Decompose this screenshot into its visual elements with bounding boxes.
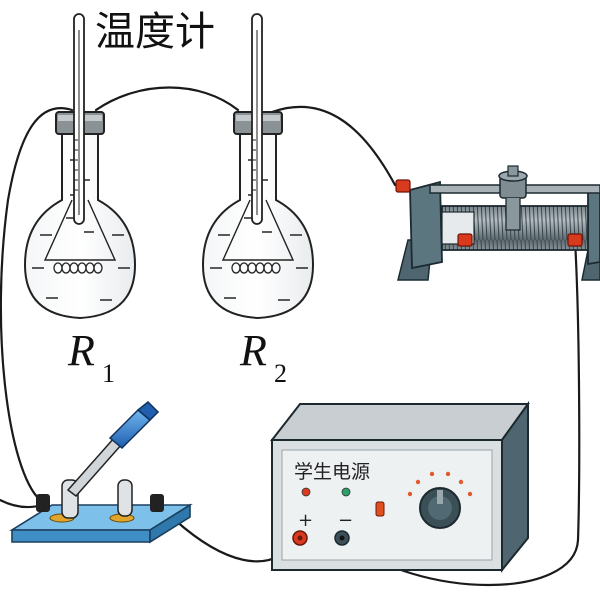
minus-label: − (338, 510, 353, 531)
rheostat-terminal-bottom-left[interactable] (457, 233, 473, 247)
r1-subscript: 1 (102, 359, 115, 388)
voltage-knob[interactable] (419, 487, 461, 529)
thermometer-label: 温度计 (95, 9, 215, 55)
indicator-green (341, 487, 351, 497)
r2-label: R 2 (239, 326, 287, 388)
r2-subscript: 2 (274, 359, 287, 388)
indicator-red (301, 487, 311, 497)
knife-switch[interactable] (9, 400, 193, 544)
heating-coil-r2 (231, 262, 281, 274)
rheostat-terminal-left[interactable] (395, 179, 411, 193)
r1-label: R 1 (67, 326, 115, 388)
terminal-negative[interactable] (334, 530, 350, 546)
thermometer-r2 (251, 13, 263, 225)
flask-r1 (23, 13, 137, 320)
rheostat-terminal-bottom-right[interactable] (567, 233, 583, 247)
rheostat (395, 165, 600, 281)
knob-scale (407, 471, 473, 497)
power-toggle[interactable] (375, 501, 385, 517)
heating-coil-r1 (53, 262, 103, 274)
wire-switch-to-r1 (0, 107, 74, 502)
power-supply: 学生电源 + − (269, 400, 530, 573)
rheostat-slider[interactable] (498, 165, 528, 231)
r2-symbol: R (239, 326, 267, 375)
r1-symbol: R (67, 326, 95, 375)
wire-r1-to-r2 (94, 86, 240, 112)
flask-r2 (201, 13, 315, 320)
thermometer-r1 (73, 13, 85, 225)
psu-title: 学生电源 (294, 461, 370, 483)
plus-label: + (298, 510, 313, 531)
wire-rheostat-to-psu (343, 238, 581, 587)
terminal-positive[interactable] (292, 530, 308, 546)
wire-switch-left (0, 498, 44, 509)
wire-r2-to-rheostat (270, 105, 397, 187)
